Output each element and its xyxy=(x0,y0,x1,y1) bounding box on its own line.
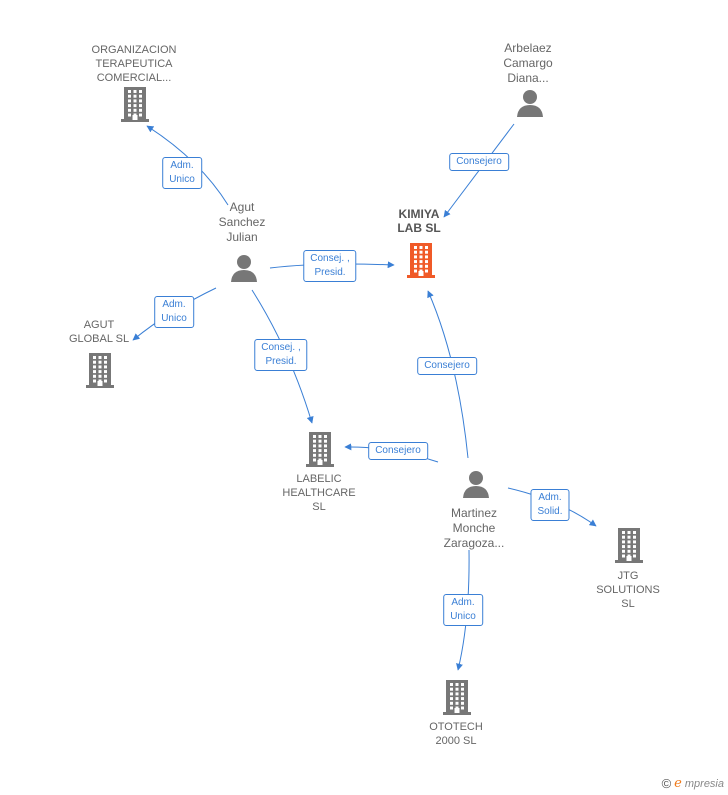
node-label-organizacion[interactable]: ORGANIZACION TERAPEUTICA COMERCIAL... xyxy=(92,43,177,85)
relation-label-text: Unico xyxy=(169,174,195,185)
node-label-jtg[interactable]: JTG SOLUTIONS SL xyxy=(596,569,660,611)
node-label-line: COMERCIAL... xyxy=(96,72,172,84)
node-label-line: Diana... xyxy=(507,71,549,85)
brand-logo-text: mpresia xyxy=(684,777,724,790)
relation-label-martinez-labelic[interactable]: Consejero xyxy=(368,442,428,460)
relation-label-text: Consej. , xyxy=(261,342,301,353)
relation-label-text: Adm. xyxy=(170,160,194,171)
node-label-line: Julian xyxy=(226,230,258,244)
relation-label-text: Presid. xyxy=(265,356,297,367)
building-icon[interactable] xyxy=(406,242,436,283)
building-icon[interactable] xyxy=(442,679,472,720)
node-label-line: LAB SL xyxy=(397,221,441,235)
node-label-line: Camargo xyxy=(503,56,553,70)
node-label-line: JTG xyxy=(617,570,639,582)
building-icon[interactable] xyxy=(85,352,115,393)
node-label-line: SOLUTIONS xyxy=(596,584,660,596)
node-label-line: GLOBAL SL xyxy=(68,333,130,345)
building-icon[interactable] xyxy=(120,86,150,127)
node-label-line: Arbelaez xyxy=(504,41,552,55)
node-label-line: LABELIC xyxy=(296,473,342,485)
node-label-line: OTOTECH xyxy=(429,721,483,733)
relation-label-agut-kimiya[interactable]: Consej. , Presid. xyxy=(303,250,357,282)
relation-label-agut-organizacion[interactable]: Adm. Unico xyxy=(162,157,202,189)
node-label-line: Agut xyxy=(229,200,255,214)
relation-label-text: Consej. , xyxy=(310,253,350,264)
node-label-line: SL xyxy=(312,501,326,513)
relation-label-agut-labelic[interactable]: Consej. , Presid. xyxy=(254,339,308,371)
relation-label-martinez-ototech[interactable]: Adm. Unico xyxy=(443,594,483,626)
relation-label-text: Adm. xyxy=(451,597,475,608)
relation-label-arbelaez-kimiya[interactable]: Consejero xyxy=(449,153,509,171)
node-label-line: AGUT xyxy=(83,319,115,331)
node-label-line: SL xyxy=(621,598,635,610)
node-label-ototech[interactable]: OTOTECH 2000 SL xyxy=(429,720,483,748)
relation-label-martinez-kimiya[interactable]: Consejero xyxy=(417,357,477,375)
node-label-line: Martinez xyxy=(450,506,498,520)
relation-label-text: Consejero xyxy=(375,445,421,456)
relation-label-text: Presid. xyxy=(314,267,346,278)
node-label-line: Sanchez xyxy=(218,215,266,229)
relation-label-martinez-jtg[interactable]: Adm. Solid. xyxy=(530,489,570,521)
building-icon[interactable] xyxy=(614,527,644,568)
node-label-line: ORGANIZACION xyxy=(91,44,177,56)
relation-label-text: Adm. xyxy=(538,492,562,503)
relation-label-text: Adm. xyxy=(162,299,186,310)
node-label-line: Zaragoza... xyxy=(443,536,505,550)
relation-label-text: Consejero xyxy=(424,360,470,371)
node-label-labelic[interactable]: LABELIC HEALTHCARE SL xyxy=(282,472,355,514)
relation-label-text: Unico xyxy=(450,611,476,622)
brand-logo-initial: e xyxy=(674,776,682,791)
copyright-icon: © xyxy=(661,776,672,791)
node-label-line: Monche xyxy=(452,521,496,535)
person-icon[interactable] xyxy=(515,88,545,123)
person-icon[interactable] xyxy=(461,469,491,504)
relation-label-text: Solid. xyxy=(537,506,563,517)
node-label-line: TERAPEUTICA xyxy=(95,58,173,70)
relation-label-agut-agutglobal[interactable]: Adm. Unico xyxy=(154,296,194,328)
node-label-line: KIMIYA xyxy=(398,207,440,221)
relation-label-text: Consejero xyxy=(456,156,502,167)
relation-label-text: Unico xyxy=(161,313,187,324)
building-icon[interactable] xyxy=(305,431,335,472)
person-icon[interactable] xyxy=(229,253,259,288)
node-label-agut-global[interactable]: AGUT GLOBAL SL xyxy=(69,318,129,346)
node-label-line: 2000 SL xyxy=(435,735,477,747)
node-label-line: HEALTHCARE xyxy=(282,487,356,499)
